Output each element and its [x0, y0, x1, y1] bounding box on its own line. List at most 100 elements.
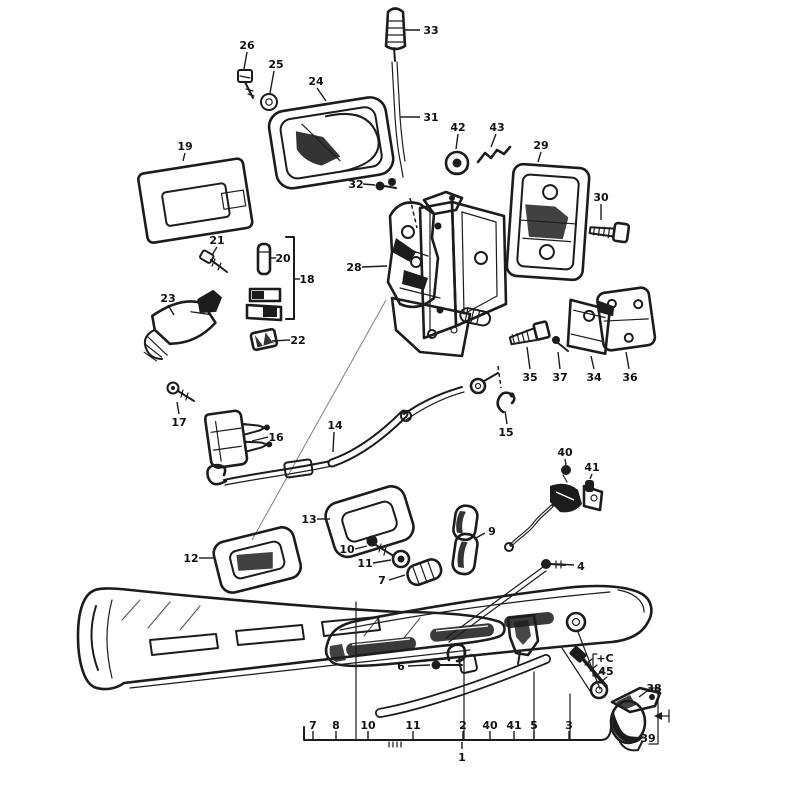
part-label-22: 22: [290, 334, 305, 347]
index-label-10: 10: [360, 719, 376, 732]
leader-28: [361, 265, 388, 268]
part-grommet-42: [444, 150, 470, 176]
part-release-cable: [206, 372, 499, 486]
leader-25: [269, 70, 275, 94]
part-label-31: 31: [423, 111, 438, 124]
part-label-6: 6: [397, 660, 405, 673]
part-label-43: 43: [489, 121, 504, 134]
part-label-21: 21: [209, 234, 224, 247]
part-striker-plate: [505, 162, 591, 282]
part-label-35: 35: [522, 371, 537, 384]
part-label-32: 32: [348, 178, 363, 191]
part-bolt-6: [431, 654, 478, 674]
panel-reference-line: [251, 299, 387, 541]
part-label-41: 41: [584, 461, 599, 474]
index-label-40: 40: [482, 719, 498, 732]
leader-35: [526, 346, 531, 370]
part-bolt-26: [237, 69, 255, 99]
leader-38: [638, 690, 648, 698]
leader-14: [332, 431, 335, 453]
leader-40: [564, 458, 567, 466]
leader-37: [557, 351, 561, 370]
leader-4: [556, 563, 575, 566]
leader-17: [176, 401, 180, 415]
leader-9: [473, 532, 486, 540]
part-label-25: 25: [268, 58, 283, 71]
part-label-30: 30: [593, 191, 609, 204]
part-mount-bracket-16: [203, 409, 273, 469]
part-gasket-12: [212, 526, 303, 594]
leader-19: [182, 152, 186, 162]
part-pin-20: [256, 242, 272, 276]
part-label-10: 10: [339, 543, 355, 556]
part-bolt-30: [588, 221, 631, 244]
part-hinge-bracket-34: [566, 298, 615, 356]
part-seal-pad: [137, 157, 254, 244]
part-key-cylinder: [561, 631, 670, 752]
parts-artwork: [76, 7, 670, 752]
part-inner-handle-bezel: [267, 96, 395, 190]
leader-29: [537, 151, 542, 163]
index-hatch-marks: [388, 741, 402, 748]
part-label-4: 4: [577, 560, 585, 573]
part-handle-bracket-base: [324, 584, 653, 668]
part-outer-handle: [76, 587, 506, 691]
part-label-13: 13: [301, 513, 316, 526]
part-lock-cylinder-boot: [143, 289, 222, 362]
part-label-45: 45: [598, 665, 613, 678]
leader-15: [504, 410, 508, 425]
part-molding-strip: [375, 654, 551, 718]
part-label-40: 40: [557, 446, 573, 459]
part-label-37: 37: [552, 371, 567, 384]
part-gasket-13: [324, 485, 415, 559]
index-label-2: 2: [459, 719, 467, 732]
index-label-7: 7: [309, 719, 317, 732]
leader-10: [354, 545, 368, 550]
part-link-9: [451, 504, 479, 576]
leader-11: [372, 559, 392, 564]
index-label-41: 41: [506, 719, 521, 732]
group-bracket-18: [285, 236, 295, 320]
part-grommet-11: [391, 549, 411, 569]
part-label-39: 39: [640, 732, 655, 745]
leader-6: [407, 664, 431, 667]
leader-42: [455, 133, 459, 150]
leader-23: [167, 304, 175, 316]
leader-41: [589, 473, 593, 480]
part-bushing-7: [406, 558, 443, 587]
part-label-23: 23: [160, 292, 175, 305]
index-label-3: 3: [565, 719, 573, 732]
leader-39: [629, 736, 641, 739]
part-bolt-35: [508, 320, 551, 346]
part-lock-crank-lever: [504, 465, 604, 552]
part-label-24: 24: [308, 75, 324, 88]
part-door-lock-assembly: [386, 190, 508, 358]
part-lock-knob: [384, 7, 407, 62]
part-plate-36: [596, 286, 657, 352]
index-vertical-lines: [355, 601, 571, 740]
index-label-11: 11: [405, 719, 420, 732]
part-washer-25: [260, 93, 278, 111]
part-label-34: 34: [586, 371, 602, 384]
part-label-14: 14: [327, 419, 343, 432]
leader-16: [251, 436, 269, 442]
part-clamp-18: [245, 287, 283, 322]
part-hook-clip: [446, 643, 467, 663]
part-screw-21: [199, 249, 228, 273]
part-screw-10: [366, 535, 393, 556]
part-screw-37: [552, 336, 569, 352]
leader-36: [625, 351, 630, 370]
index-bracket: [303, 724, 612, 741]
leader-26: [243, 51, 248, 70]
part-label-38: 38: [646, 682, 661, 695]
part-label-20: 20: [275, 252, 291, 265]
index-label-8: 8: [332, 719, 340, 732]
leader-7: [388, 574, 406, 581]
part-spring-clip-43: [476, 145, 512, 164]
part-label-19: 19: [177, 140, 192, 153]
part-label-18: 18: [299, 273, 314, 286]
part-clip-15: [496, 365, 516, 414]
